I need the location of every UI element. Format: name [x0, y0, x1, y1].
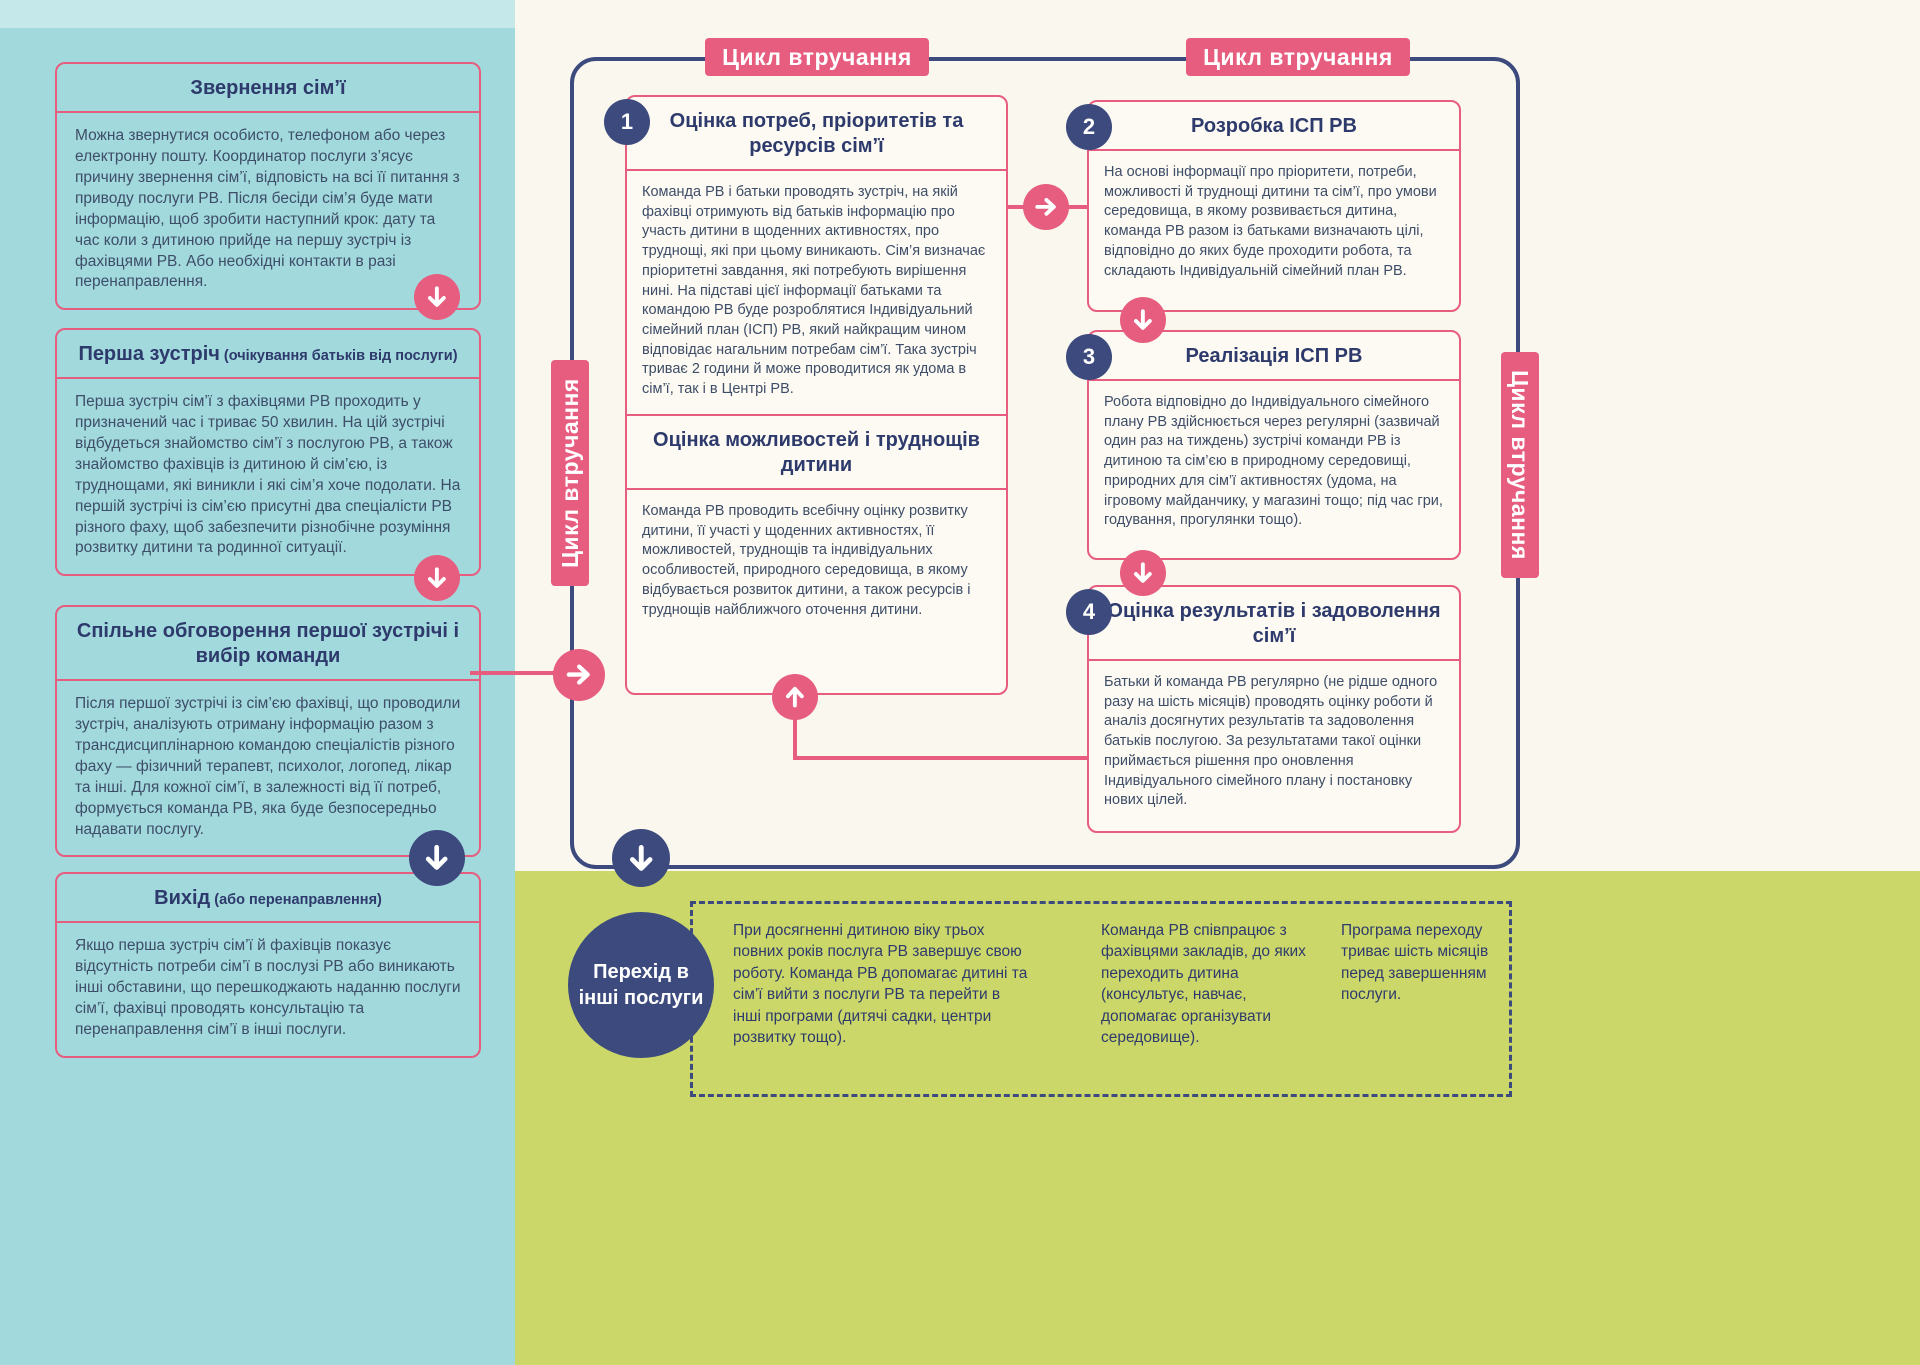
- step-4-title: Оцінка результатів і задоволення сім’ї: [1089, 587, 1459, 661]
- step-4-box: 4 Оцінка результатів і задоволення сім’ї…: [1066, 585, 1461, 833]
- step-4-number: 4: [1066, 589, 1112, 635]
- step-2-number: 2: [1066, 104, 1112, 150]
- step-2-title: Розробка ІСП РВ: [1089, 102, 1459, 151]
- step-2-box: 2 Розробка ІСП РВ На основі інформації п…: [1066, 100, 1461, 312]
- flow-arrow-feedback-up: [772, 674, 818, 720]
- box-title-suffix: (або перенаправлення): [214, 892, 382, 908]
- exit-box-body: Якщо перша зустріч сім’ї й фахівців пока…: [75, 937, 461, 1038]
- transition-notes-box: При досягненні дитиною віку трьох повних…: [690, 901, 1512, 1097]
- flow-arrow-entry: [553, 649, 605, 701]
- transition-circle: Перехід в інші послуги: [568, 912, 714, 1058]
- step-1-box: 1 Оцінка потреб, пріоритетів та ресурсів…: [604, 95, 1008, 695]
- box-title-text: Звернення сім’ї: [190, 77, 346, 99]
- first-meeting-box-title: Перша зустріч(очікування батьків від пос…: [57, 330, 479, 379]
- transition-note-2: Команда РВ співпрацює з фахівцями заклад…: [1101, 922, 1306, 1046]
- box-title-suffix: (очікування батьків від послуги): [223, 348, 458, 364]
- down-arrow-icon: [428, 567, 446, 588]
- left-panel: [0, 0, 515, 1365]
- first-meeting-box-body: Перша зустріч сім’ї з фахівцями РВ прохо…: [75, 393, 461, 557]
- step-1-subsection-title: Оцінка можливостей і труднощів дитини: [627, 413, 1006, 490]
- flow-arrow-cycle-exit: [612, 829, 670, 887]
- first-meeting-box: Перша зустріч(очікування батьків від пос…: [55, 328, 481, 577]
- box-title-text: Вихід: [154, 887, 211, 909]
- step-3-body: Робота відповідно до Індивідуального сім…: [1104, 394, 1443, 529]
- flow-arrow-step1-to-step2: [1023, 184, 1069, 230]
- step-2-body: На основі інформації про пріоритети, пот…: [1104, 164, 1437, 279]
- cycle-banner-top-right: Цикл втручання: [1186, 38, 1410, 76]
- transition-note-3: Програма переходу триває шість місяців п…: [1341, 922, 1489, 1004]
- down-arrow-icon: [1134, 562, 1152, 583]
- connector-line-feedback-vertical: [793, 716, 797, 760]
- step-1-subsection-body: Команда РВ проводить всебічну оцінку роз…: [642, 502, 971, 618]
- referral-box-title: Звернення сім’ї: [57, 64, 479, 113]
- referral-box-body: Можна звернутися особисто, телефоном або…: [75, 127, 460, 291]
- right-arrow-icon: [1035, 198, 1056, 216]
- box-title-text: Перша зустріч: [78, 343, 220, 365]
- cycle-banner-label: Цикл втручання: [1507, 370, 1534, 560]
- team-discussion-box-body: Після першої зустрічі із сім’єю фахівці,…: [75, 695, 461, 838]
- flow-arrow-step2-to-step3: [1120, 297, 1166, 343]
- down-arrow-icon: [426, 845, 448, 871]
- cycle-banner-top-left: Цикл втручання: [705, 38, 929, 76]
- step-1-title: Оцінка потреб, пріоритетів та ресурсів с…: [627, 97, 1006, 171]
- connector-line-entry: [470, 671, 582, 675]
- down-arrow-icon: [1134, 309, 1152, 330]
- down-arrow-icon: [428, 286, 446, 307]
- transition-note-1: При досягненні дитиною віку трьох повних…: [733, 922, 1028, 1046]
- bottom-green-panel: [515, 871, 1920, 1365]
- transition-circle-label: Перехід в інші послуги: [578, 961, 704, 1009]
- step-3-box: 3 Реалізація ІСП РВ Робота відповідно до…: [1066, 330, 1461, 560]
- step-3-number: 3: [1066, 334, 1112, 380]
- flow-arrow-referral-to-meeting: [414, 274, 460, 320]
- flow-arrow-discussion-to-exit: [409, 830, 465, 886]
- step-1-number: 1: [604, 99, 650, 145]
- right-arrow-icon: [567, 664, 591, 686]
- cycle-banner-label: Цикл втручання: [556, 378, 583, 568]
- flow-arrow-step3-to-step4: [1120, 550, 1166, 596]
- down-arrow-icon: [629, 844, 653, 871]
- team-discussion-box-title: Спільне обговорення першої зустрічі і ви…: [57, 607, 479, 681]
- cycle-banner-label: Цикл втручання: [722, 43, 912, 70]
- up-arrow-icon: [786, 687, 804, 708]
- step-4-body: Батьки й команда РВ регулярно (не рідше …: [1104, 674, 1438, 809]
- exit-box-title: Вихід(або перенаправлення): [57, 874, 479, 923]
- connector-line-feedback-horizontal: [793, 756, 1087, 760]
- flow-arrow-meeting-to-discussion: [414, 555, 460, 601]
- step-1-body: Команда РВ і батьки проводять зустріч, н…: [642, 184, 986, 398]
- box-title-text: Спільне обговорення першої зустрічі і ви…: [76, 620, 460, 667]
- team-discussion-box: Спільне обговорення першої зустрічі і ви…: [55, 605, 481, 858]
- top-strip: [0, 0, 515, 28]
- referral-box: Звернення сім’ї Можна звернутися особист…: [55, 62, 481, 311]
- cycle-banner-side-left: Цикл втручання: [551, 360, 589, 586]
- cycle-banner-label: Цикл втручання: [1203, 43, 1393, 70]
- exit-box: Вихід(або перенаправлення) Якщо перша зу…: [55, 872, 481, 1058]
- cycle-banner-side-right: Цикл втручання: [1501, 352, 1539, 578]
- step-3-title: Реалізація ІСП РВ: [1089, 332, 1459, 381]
